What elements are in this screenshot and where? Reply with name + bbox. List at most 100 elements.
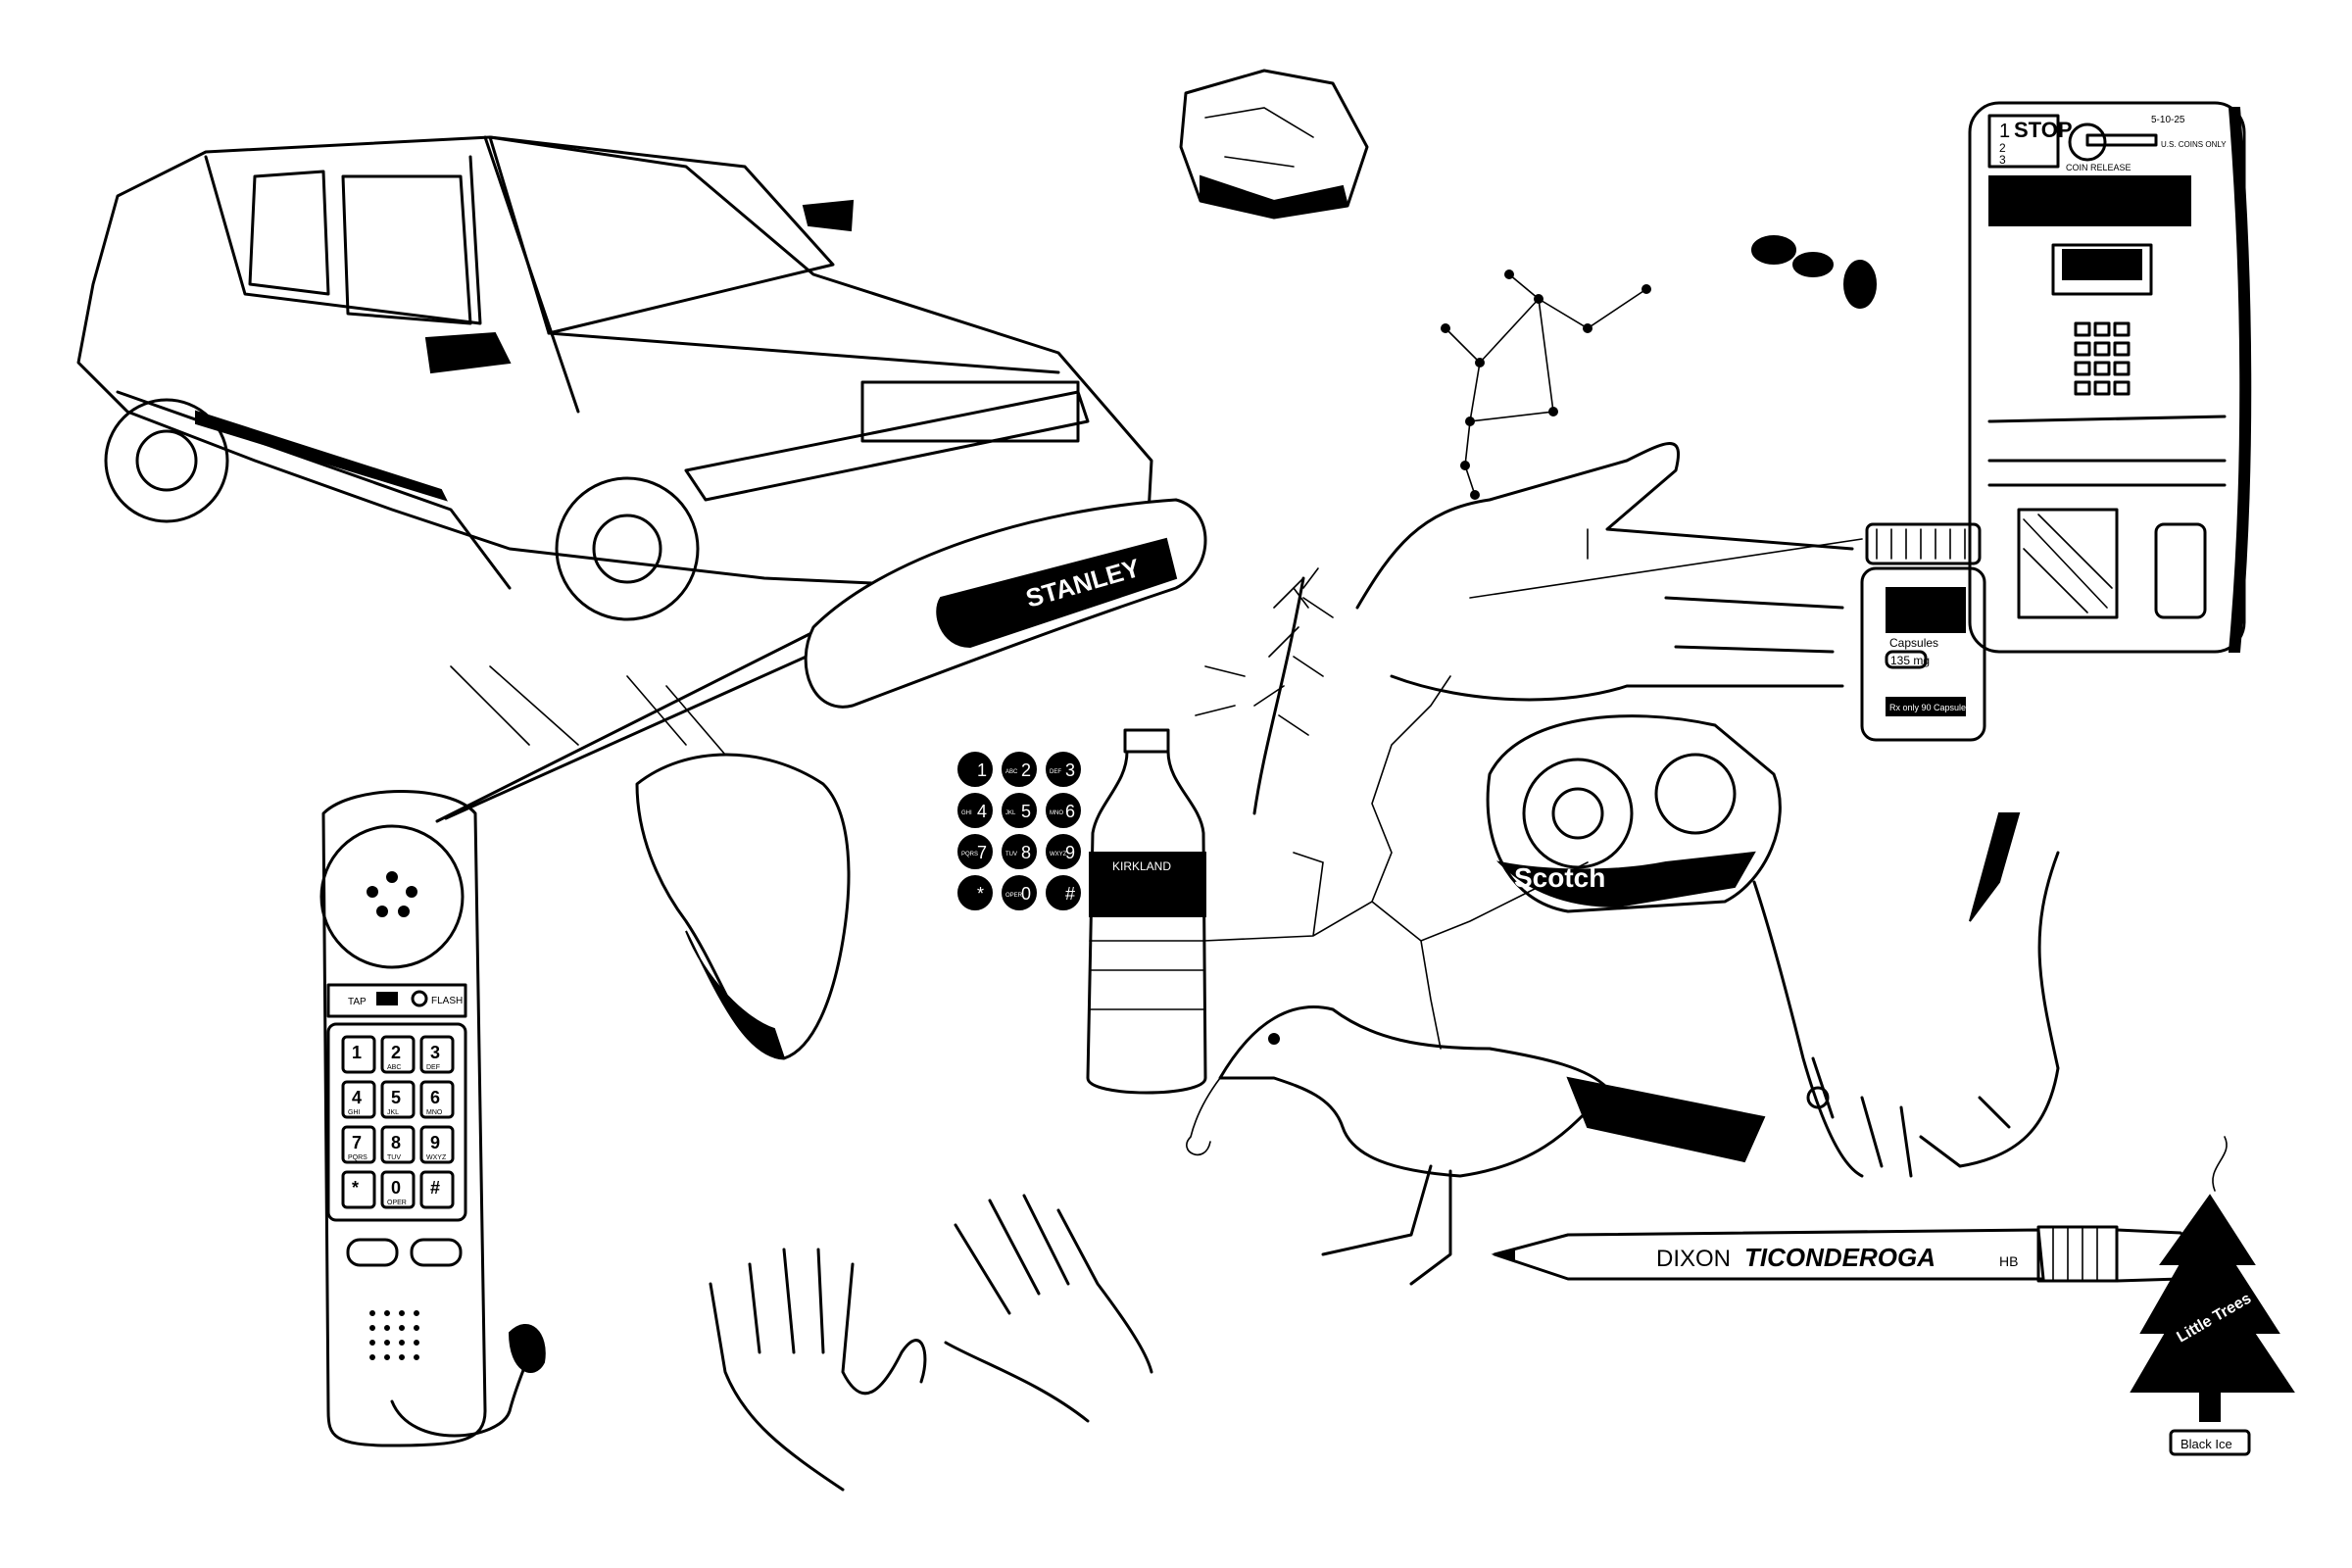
speaker-grille (369, 1310, 419, 1360)
dial-pad-digit: 4 (977, 802, 987, 821)
pill-footer: Rx only 90 Capsules (1889, 703, 1971, 712)
dial-pad-digit: 0 (1021, 884, 1031, 904)
dial-pad-button (1002, 875, 1037, 910)
dial-pad-digit: 1 (977, 760, 987, 780)
earpiece-holes (367, 871, 417, 917)
dial-pad-button (1002, 834, 1037, 869)
dial-pad-letters: ABC (1005, 769, 1018, 775)
key-letters: GHI (348, 1109, 361, 1116)
dial-pad-letters: DEF (1050, 769, 1061, 775)
dial-pad-digit: 2 (1021, 760, 1031, 780)
dial-pad-digit: 8 (1021, 843, 1031, 862)
handset-key (341, 1080, 376, 1119)
dial-pad-digit: 9 (1065, 843, 1075, 862)
handset-key (380, 1170, 416, 1209)
bottle-brand: KIRKLAND (1112, 859, 1171, 873)
tap-label: TAP (348, 997, 367, 1007)
dial-pad-button (957, 752, 993, 787)
key-digit: * (352, 1178, 359, 1198)
payphone-step-number: 1 (1999, 121, 2010, 142)
pencil-grade: HB (1999, 1253, 2018, 1269)
key-letters: PQRS (348, 1154, 368, 1161)
rock (1179, 69, 1369, 220)
dial-pad-button (1046, 834, 1081, 869)
handset-key (419, 1170, 455, 1209)
pencil-model: TICONDEROGA (1744, 1243, 1936, 1272)
two-hands-flat (709, 1194, 1153, 1492)
payphone-step-number: 3 (1999, 153, 2006, 167)
handset-key (419, 1035, 455, 1074)
key-digit: 7 (352, 1133, 362, 1152)
dial-pad-letters: WXYZ (1050, 852, 1067, 858)
dial-pad-digit: * (977, 884, 984, 904)
payphone-stop-label: STOP (2014, 118, 2073, 142)
key-digit: 1 (352, 1043, 362, 1062)
handset-key (380, 1125, 416, 1164)
dial-pad-button (957, 875, 993, 910)
dial-pad-digit: 5 (1021, 802, 1031, 821)
key-digit: 0 (391, 1178, 401, 1198)
payphone-date: 5-10-25 (2151, 115, 2185, 125)
dixon-ticonderoga-pencil: DIXON TICONDEROGA HB (1491, 1225, 2193, 1283)
payphone: 1 STOP 2 3 COIN RELEASE 5-10-25 U.S. COI… (1968, 101, 2252, 654)
key-letters: WXYZ (426, 1154, 447, 1161)
hand-gripping-screwdriver (450, 665, 851, 1060)
key-letters: ABC (387, 1064, 401, 1071)
dial-pad-button (957, 793, 993, 828)
water-bottle: KIRKLAND (1086, 728, 1207, 1095)
key-letters: DEF (426, 1064, 440, 1071)
handset-key (380, 1035, 416, 1074)
bird-with-flower (1186, 1005, 1766, 1286)
dial-pad-digit: 3 (1065, 760, 1075, 780)
pointing-hand (1355, 442, 1863, 702)
key-digit: 8 (391, 1133, 401, 1152)
handset-key (419, 1080, 455, 1119)
dial-pad-button (1002, 752, 1037, 787)
key-digit: 9 (430, 1133, 440, 1152)
coin-release-label: COIN RELEASE (2066, 163, 2132, 172)
freshener-scent: Black Ice (2180, 1437, 2232, 1451)
stanley-screwdriver: STANLEY (435, 498, 1207, 823)
dial-pad-letters: OPER (1005, 893, 1023, 899)
handset-key (380, 1080, 416, 1119)
tape-brand: Scotch (1514, 862, 1605, 893)
dial-pad-letters: GHI (961, 810, 972, 816)
dial-pad-digit: # (1065, 884, 1075, 904)
key-digit: # (430, 1178, 440, 1198)
dial-pad-letters: MNO (1050, 810, 1063, 816)
key-letters: OPER (387, 1200, 407, 1206)
payphone-keypad (2074, 321, 2131, 396)
plant-sprig (1195, 567, 1334, 815)
seeds (1751, 235, 1877, 309)
pill-dose: 135 mg (1890, 654, 1930, 667)
scotch-tape-dispenser: Scotch (1486, 714, 1782, 913)
key-letters: MNO (426, 1109, 443, 1116)
key-digit: 6 (430, 1088, 440, 1107)
dial-pad-digit: 7 (977, 843, 987, 862)
handset-key (341, 1125, 376, 1164)
dial-pad-letters: PQRS (961, 852, 978, 858)
payphone-step-number: 2 (1999, 141, 2006, 155)
dial-pad-button (1046, 875, 1081, 910)
hatchback-car (76, 135, 1153, 621)
handset-key (341, 1035, 376, 1074)
dial-pad-letters: TUV (1005, 852, 1017, 858)
key-digit: 4 (352, 1088, 362, 1107)
pencil-brand: DIXON (1656, 1246, 1731, 1272)
dial-pad-button (1046, 752, 1081, 787)
dial-pad-digit: 6 (1065, 802, 1075, 821)
key-letters: JKL (387, 1109, 399, 1116)
key-digit: 2 (391, 1043, 401, 1062)
handset-key (419, 1125, 455, 1164)
dial-pad-button (1046, 793, 1081, 828)
key-digit: 5 (391, 1088, 401, 1107)
dial-pad-button (957, 834, 993, 869)
dial-pad-button (1002, 793, 1037, 828)
key-letters: TUV (387, 1154, 401, 1161)
coins-note: U.S. COINS ONLY (2161, 140, 2227, 149)
little-trees-air-freshener: Little Trees Black Ice (2130, 1136, 2295, 1456)
